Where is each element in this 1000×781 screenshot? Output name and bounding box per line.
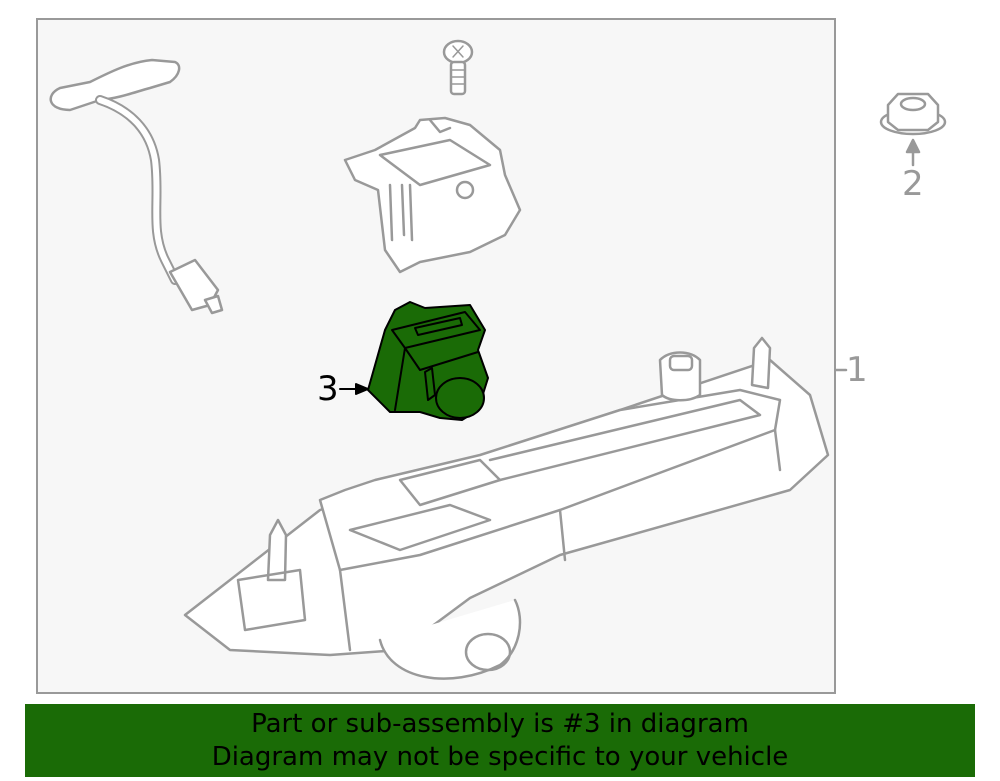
banner-line-2: Diagram may not be specific to your vehi… (211, 742, 789, 772)
info-banner: Part or sub-assembly is #3 in diagram Di… (25, 704, 975, 777)
bracket-icon (343, 116, 522, 274)
callout-2-label: 2 (902, 164, 924, 204)
wire-harness-icon (49, 58, 224, 315)
callout-3-label: 3 (317, 369, 339, 409)
banner-line-1: Part or sub-assembly is #3 in diagram (251, 709, 749, 739)
callout-1-label: 1 (846, 350, 868, 390)
camera-icon-highlighted[interactable] (339, 301, 489, 421)
camera-housing-icon (183, 336, 830, 680)
screw-icon (442, 39, 474, 96)
flange-nut-icon (879, 92, 947, 167)
